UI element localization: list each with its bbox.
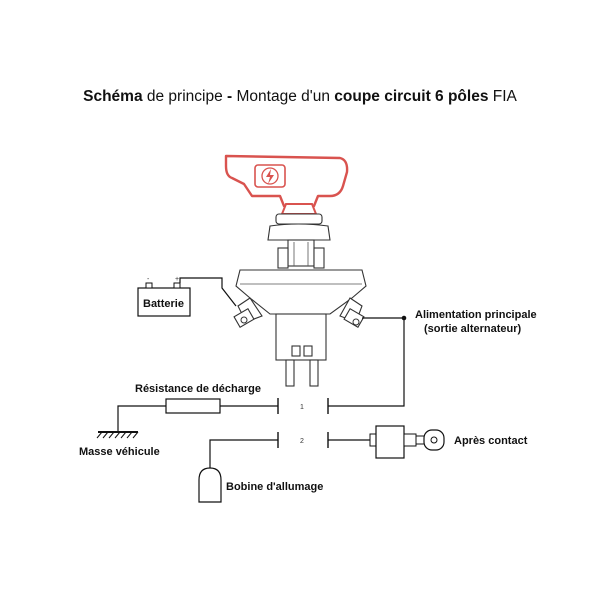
battery-plus-label: + bbox=[175, 276, 179, 283]
ignition-coil-icon bbox=[198, 467, 222, 503]
battery-terminal-positive bbox=[173, 282, 181, 289]
wire-contact-to-coil bbox=[209, 439, 278, 468]
switch-collar bbox=[275, 213, 323, 225]
switch-side-right bbox=[313, 247, 325, 269]
contact-2: 2 bbox=[277, 432, 329, 448]
battery-terminal-negative bbox=[145, 282, 153, 289]
switch-flange bbox=[235, 269, 367, 315]
spade-terminal-right bbox=[309, 359, 319, 387]
wire-battery-to-switch bbox=[179, 277, 237, 307]
ignition-coil-label: Bobine d'allumage bbox=[226, 481, 323, 493]
ignition-key-icon bbox=[369, 425, 445, 459]
spade-terminal-left bbox=[285, 359, 295, 387]
main-supply-label-2: (sortie alternateur) bbox=[424, 323, 522, 335]
handle-stem bbox=[280, 203, 318, 215]
ground-symbol-icon bbox=[96, 431, 139, 439]
contact-2-label: 2 bbox=[300, 438, 304, 445]
tab-mini-left bbox=[291, 345, 301, 357]
junction-dot bbox=[401, 315, 407, 321]
tab-mini-right bbox=[303, 345, 313, 357]
title-part-2: de principe bbox=[142, 88, 228, 105]
switch-body bbox=[233, 213, 367, 387]
switch-side-left bbox=[277, 247, 289, 269]
terminal-stud-left bbox=[233, 297, 263, 328]
title-part-5: coupe circuit 6 pôles bbox=[334, 88, 489, 105]
battery: - + Batterie bbox=[137, 276, 191, 317]
title-part-1: Schéma bbox=[83, 88, 143, 105]
switch-lower-block bbox=[275, 313, 327, 361]
title-part-6: FIA bbox=[488, 88, 517, 105]
wire-resistor-to-ground bbox=[117, 405, 166, 432]
wire-main-supply bbox=[328, 317, 405, 407]
contact-1-label: 1 bbox=[300, 404, 304, 411]
discharge-resistor-label: Résistance de décharge bbox=[135, 383, 261, 395]
title-part-4: Montage d'un bbox=[232, 88, 335, 105]
spark-icon bbox=[261, 167, 279, 185]
after-contact-label: Après contact bbox=[454, 435, 528, 447]
battery-box bbox=[137, 287, 191, 317]
title-part-3: - bbox=[227, 88, 233, 105]
switch-handle bbox=[224, 154, 349, 215]
vehicle-ground-label: Masse véhicule bbox=[79, 446, 160, 458]
discharge-resistor bbox=[165, 398, 221, 414]
battery-label: Batterie bbox=[143, 298, 184, 310]
switch-ring bbox=[267, 223, 331, 241]
handle-grip bbox=[224, 154, 349, 208]
main-supply-label-1: Alimentation principale bbox=[415, 309, 537, 321]
switch-neck bbox=[287, 239, 315, 267]
contact-1: 1 bbox=[277, 398, 329, 414]
terminal-stud-right bbox=[339, 297, 365, 328]
diagram-title: Schéma de principe - Montage d'un coupe … bbox=[0, 88, 600, 106]
battery-minus-label: - bbox=[147, 276, 150, 283]
